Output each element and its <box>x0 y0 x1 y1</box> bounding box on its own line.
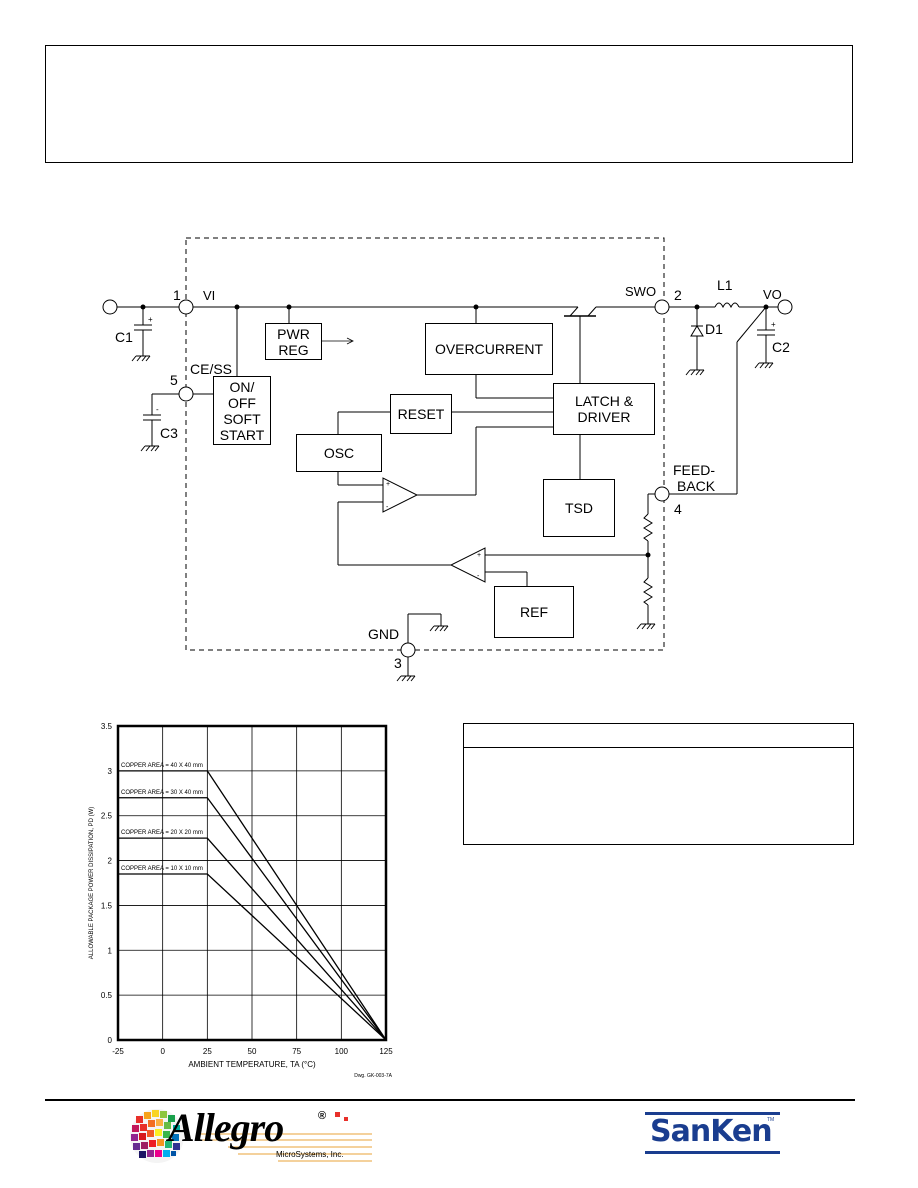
svg-text:+: + <box>386 481 390 488</box>
series-line <box>118 837 387 1041</box>
tsd-label: TSD <box>565 500 593 516</box>
drawing-number: Dwg. GK-003-7A <box>354 1073 392 1079</box>
svg-text:-: - <box>156 405 159 414</box>
allegro-subtitle: MicroSystems, Inc. <box>276 1150 344 1159</box>
pin1-label: VI <box>203 288 216 303</box>
d1-label: D1 <box>705 321 723 337</box>
latch-driver-block: LATCH &DRIVER <box>553 383 655 435</box>
overcurrent-label: OVERCURRENT <box>434 341 544 357</box>
c1-label: C1 <box>115 329 133 345</box>
gnd-label: GND <box>368 626 400 642</box>
series-label: COPPER AREA = 20 X 20 mm <box>121 830 203 836</box>
x-tick-label: 25 <box>203 1047 212 1056</box>
reset-block: RESET <box>390 394 452 434</box>
y-axis-label: ALLOWABLE PACKAGE POWER DISSIPATION, PD … <box>89 807 95 959</box>
y-tick-label: 3 <box>108 767 113 776</box>
series-label: COPPER AREA = 30 X 40 mm <box>121 790 203 796</box>
latch-line2: DRIVER <box>577 409 631 425</box>
c2-label: C2 <box>772 339 790 355</box>
series-line <box>118 797 387 1041</box>
footer-rule <box>45 1099 855 1101</box>
c3-label: C3 <box>160 425 178 441</box>
spec-table-header-rule <box>464 747 853 748</box>
overcurrent-block: OVERCURRENT <box>425 323 553 375</box>
allegro-logo-mark <box>130 1109 372 1163</box>
x-tick-label: 0 <box>160 1047 165 1056</box>
series-line <box>118 873 387 1041</box>
y-tick-label: 3.5 <box>101 722 113 731</box>
x-tick-label: 75 <box>292 1047 301 1056</box>
l1-label: L1 <box>717 277 733 293</box>
pin2-number: 2 <box>674 287 682 303</box>
allegro-logo: Allegro ® MicroSystems, Inc. <box>128 1104 373 1166</box>
pin1-number: 1 <box>173 287 181 303</box>
x-tick-label: 100 <box>335 1047 349 1056</box>
ref-label: REF <box>520 604 548 620</box>
y-tick-label: 1.5 <box>101 901 113 910</box>
pin2-label: SWO <box>625 284 657 299</box>
onoff-line2: OFF <box>227 394 256 411</box>
series-label: COPPER AREA = 40 X 40 mm <box>121 763 203 769</box>
x-tick-label: -25 <box>112 1047 124 1056</box>
latch-line1: LATCH & <box>574 393 634 409</box>
allegro-registered: ® <box>318 1110 327 1122</box>
pin3-number: 3 <box>394 655 402 671</box>
vo-label: VO <box>763 287 782 302</box>
y-tick-label: 2.5 <box>101 812 113 821</box>
svg-text:-: - <box>386 504 389 511</box>
plot-frame <box>116 724 388 1042</box>
block-diagram: + <box>102 237 793 682</box>
ref-block: REF <box>494 586 574 638</box>
pin4-label2: BACK <box>677 478 716 494</box>
reset-label: RESET <box>397 406 445 422</box>
sanken-tm: TM <box>767 1117 775 1123</box>
series-line <box>118 770 387 1041</box>
spec-table-box <box>463 723 854 845</box>
y-tick-label: 0 <box>108 1036 113 1045</box>
y-tick-label: 0.5 <box>101 991 113 1000</box>
pwr-reg-line1: PWR <box>277 325 310 342</box>
header-box <box>45 45 853 163</box>
tsd-block: TSD <box>543 479 615 537</box>
y-tick-label: 1 <box>108 946 113 955</box>
onoff-line3: SOFT <box>223 410 261 427</box>
onoff-line1: ON/ <box>229 378 255 395</box>
pin4-number: 4 <box>674 501 682 517</box>
svg-text:+: + <box>148 315 153 324</box>
pwr-reg-line2: REG <box>278 341 309 358</box>
block-diagram-wires: + <box>102 237 793 682</box>
pin4-label1: FEED- <box>673 462 715 478</box>
pin5-label: CE/SS <box>190 361 233 377</box>
allegro-wordmark: Allegro <box>168 1105 284 1150</box>
x-axis-label: AMBIENT TEMPERATURE, TA (°C) <box>188 1060 316 1069</box>
svg-text:+: + <box>771 320 776 329</box>
svg-text:+: + <box>477 552 481 559</box>
sanken-logo: SanKen TM <box>645 1112 785 1157</box>
pin5-number: 5 <box>170 372 178 388</box>
x-tick-label: 125 <box>379 1047 393 1056</box>
onoff-line4: START <box>219 426 265 443</box>
sanken-wordmark: SanKen <box>650 1114 773 1149</box>
y-tick-label: 2 <box>108 857 113 866</box>
svg-text:-: - <box>477 573 480 580</box>
osc-label: OSC <box>323 445 355 461</box>
x-tick-label: 50 <box>248 1047 257 1056</box>
series-label: COPPER AREA = 10 X 10 mm <box>121 866 203 872</box>
osc-block: OSC <box>296 434 382 472</box>
